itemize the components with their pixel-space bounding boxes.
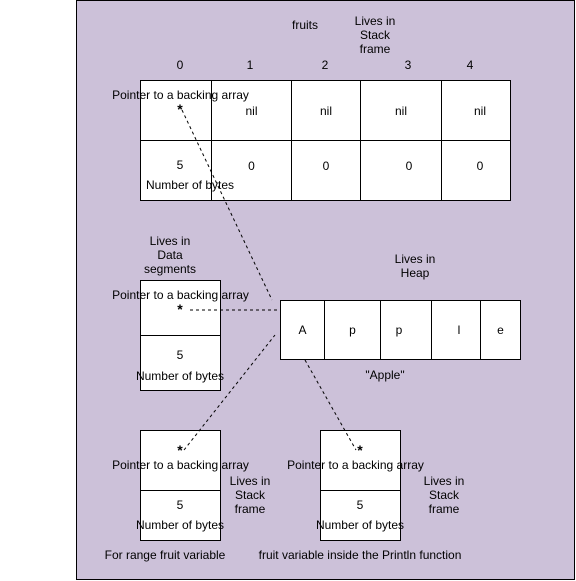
fruits-cell-4-top: nil <box>441 80 511 141</box>
data-segment-divider <box>140 335 221 336</box>
range-caption: For range fruit variable <box>104 548 226 562</box>
bytes-label-println: Number of bytes <box>315 518 405 532</box>
heap-cell-2: p <box>380 300 432 360</box>
heap-cell-1: p <box>324 300 381 360</box>
pointer-star-println: * <box>357 442 363 458</box>
println-divider <box>320 490 401 491</box>
apple-label: "Apple" <box>365 368 405 382</box>
heap-label: Lives in Heap <box>394 252 436 280</box>
len-data: 5 <box>176 348 184 362</box>
nil-3: nil <box>394 103 407 118</box>
fruits-cell-4-bottom: 0 <box>441 140 511 201</box>
bytes-label-top: Number of bytes <box>145 178 235 192</box>
fruits-label: fruits <box>291 18 318 32</box>
index-2: 2 <box>321 58 329 72</box>
len-println: 5 <box>356 498 364 512</box>
bytes-label-range: Number of bytes <box>135 518 225 532</box>
heap-cell-3: l <box>431 300 481 360</box>
nil-2: nil <box>319 103 332 118</box>
println-caption: fruit variable inside the Println functi… <box>258 548 462 562</box>
stack-label-top: Lives in Stack frame <box>354 14 396 56</box>
heap-char-4: e <box>497 323 504 337</box>
pointer-label-data: Pointer to a backing array <box>112 288 249 302</box>
bytes-label-data: Number of bytes <box>135 369 225 383</box>
nil-4: nil <box>473 103 486 118</box>
fruits-cell-3-bottom: 0 <box>360 140 442 201</box>
len-4: 0 <box>476 159 484 173</box>
pointer-label-top: Pointer to a backing array <box>112 88 249 102</box>
pointer-label-println: Pointer to a backing array <box>287 458 424 472</box>
index-4: 4 <box>466 58 474 72</box>
heap-cell-0: A <box>280 300 325 360</box>
heap-char-3: l <box>457 323 461 337</box>
heap-char-0: A <box>298 323 307 337</box>
heap-char-1: p <box>349 323 356 337</box>
nil-1: nil <box>245 103 258 118</box>
fruits-cell-3-top: nil <box>360 80 442 141</box>
pointer-star-range: * <box>177 442 183 458</box>
index-3: 3 <box>404 58 412 72</box>
heap-cell-4: e <box>480 300 521 360</box>
data-segment-label: Lives in Data segments <box>143 234 197 276</box>
len-range: 5 <box>176 498 184 512</box>
index-1: 1 <box>246 58 254 72</box>
pointer-label-range: Pointer to a backing array <box>112 458 249 472</box>
len-2: 0 <box>322 159 330 173</box>
stack-label-println: Lives in Stack frame <box>423 474 465 516</box>
index-0: 0 <box>176 58 184 72</box>
len-3: 0 <box>405 159 413 173</box>
stack-label-range: Lives in Stack frame <box>229 474 271 516</box>
pointer-star-top: * <box>177 101 183 117</box>
pointer-star-data: * <box>177 301 183 317</box>
fruits-cell-2-bottom: 0 <box>291 140 361 201</box>
heap-char-2: p <box>395 323 403 337</box>
fruits-cell-2-top: nil <box>291 80 361 141</box>
range-divider <box>140 490 221 491</box>
len-0: 5 <box>176 158 184 172</box>
len-1: 0 <box>248 159 255 173</box>
